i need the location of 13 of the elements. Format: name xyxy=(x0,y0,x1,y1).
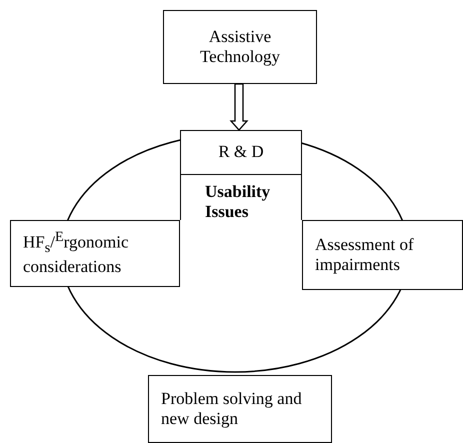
node-label: Usability Issues xyxy=(205,182,272,223)
node-label: R & D xyxy=(218,142,264,163)
process-box xyxy=(180,130,302,175)
node-label: Problem solving and new design xyxy=(161,388,303,430)
process-box xyxy=(163,10,317,84)
node-label: Assessment of impairments xyxy=(315,234,415,276)
process-box xyxy=(180,174,302,220)
process-box xyxy=(10,220,180,287)
process-box xyxy=(302,220,463,290)
arrow xyxy=(230,83,248,131)
node-label: Assistive Technology xyxy=(198,26,281,68)
process-box xyxy=(148,375,332,443)
node-label: HF$_{s}$/$^{E}$rgonomic considerations xyxy=(23,229,130,278)
